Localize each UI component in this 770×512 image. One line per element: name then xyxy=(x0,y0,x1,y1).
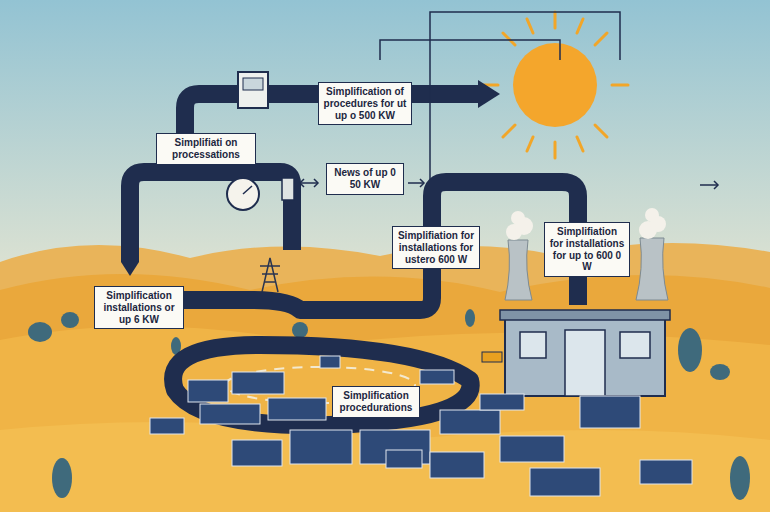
box-label: Simplifiation for installations for up t… xyxy=(549,226,625,273)
label-box: Simplification installations or up 6 KW xyxy=(94,286,184,329)
label-box: Simplification procedurations xyxy=(332,386,420,418)
box-label: Simplifiati on processations xyxy=(161,137,251,161)
label-box: News of up 0 50 KW xyxy=(326,163,404,195)
box-label: News of up 0 50 KW xyxy=(331,167,399,191)
label-box: Simplifiation for installations for uste… xyxy=(392,226,480,269)
box-label: Simplification of procedures for ut up o… xyxy=(323,86,407,121)
box-label: Simplification procedurations xyxy=(337,390,415,414)
label-box: Simplification of procedures for ut up o… xyxy=(318,82,412,125)
box-label: Simplifiation for installations for uste… xyxy=(397,230,475,265)
box-label: Simplification installations or up 6 KW xyxy=(99,290,179,325)
label-box: Simplifiation for installations for up t… xyxy=(544,222,630,277)
label-box: Simplifiati on processations xyxy=(156,133,256,165)
